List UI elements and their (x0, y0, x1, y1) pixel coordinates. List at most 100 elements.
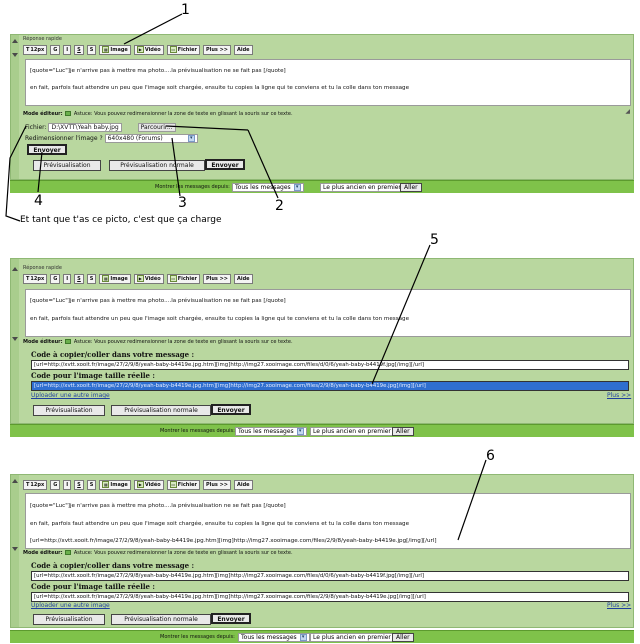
go-button[interactable]: Aller (392, 427, 414, 436)
message-textarea[interactable]: [quote="Luc"]je n'arrive pas à mettre ma… (25, 493, 631, 549)
annotation-1: 1 (181, 2, 190, 18)
scroll-up-icon[interactable] (12, 479, 18, 483)
font-size-icon: T (26, 481, 30, 488)
more-button[interactable]: Plus >> (202, 44, 231, 55)
go-button[interactable]: Aller (400, 183, 422, 192)
message-line-text: en fait, parfois faut attendre un peu qu… (30, 521, 410, 527)
bold-button[interactable]: G (50, 479, 61, 490)
scroll-up-icon[interactable] (12, 39, 18, 43)
help-button[interactable]: Aide (234, 479, 253, 490)
underline-button[interactable]: S (74, 44, 84, 55)
help-button[interactable]: Aide (234, 273, 253, 284)
bold-button[interactable]: G (50, 273, 61, 284)
send-button[interactable]: Envoyer (205, 159, 245, 170)
sort-order-select[interactable]: Le plus ancien en premier▾ (310, 633, 404, 642)
chevron-down-icon: ▾ (296, 428, 304, 435)
strike-button[interactable]: S (86, 273, 97, 284)
underline-button[interactable]: S (74, 273, 84, 284)
mode-editor-line: Mode éditeur: Astuce: Vous pouvez redime… (23, 550, 293, 556)
message-textarea[interactable]: [quote="Luc"]je n'arrive pas à mettre ma… (25, 289, 631, 337)
messages-since-select[interactable]: Tous les messages▾ (232, 183, 304, 192)
font-size-icon: T (26, 46, 30, 53)
resize-row: Redimensionner l'image ? 640x480 (Forums… (25, 134, 198, 143)
sort-order-select[interactable]: Le plus ancien en premier▾ (310, 427, 404, 436)
annotation-6: 6 (486, 448, 495, 464)
italic-button[interactable]: I (63, 273, 72, 284)
annotation-5: 5 (430, 232, 439, 248)
image-icon: ▦ (102, 275, 110, 282)
italic-button[interactable]: I (63, 479, 72, 490)
code-message-field[interactable]: [url=http://xvtt.xooit.fr/image/27/2/9/8… (31, 571, 629, 581)
bold-button[interactable]: G (50, 44, 61, 55)
message-textarea[interactable]: [quote="Luc"]je n'arrive pas à mettre ma… (25, 59, 631, 106)
reply-title: Réponse rapide (23, 36, 62, 42)
video-button[interactable]: ▶Vidéo (133, 44, 164, 55)
file-button[interactable]: ▭Fichier (166, 273, 200, 284)
reply-title: Réponse rapide (23, 265, 62, 271)
mode-editor-line: Mode éditeur: Astuce: Vous pouvez redime… (23, 111, 293, 117)
resize-select[interactable]: 640x480 (Forums)▾ (104, 134, 198, 143)
upload-file-row: Fichier: D:\XVTT\Yeah baby.jpg Parcourir… (25, 123, 176, 132)
code-real-field[interactable]: [url=http://xvtt.xooit.fr/image/27/2/9/8… (31, 381, 629, 391)
preview-normal-button[interactable]: Prévisualisation normale (109, 160, 205, 171)
video-icon: ▶ (136, 275, 144, 282)
file-icon: ▭ (169, 46, 177, 53)
code-real-field[interactable]: [url=http://xvtt.xooit.fr/image/27/2/9/8… (31, 592, 629, 602)
code-message-field[interactable]: [url=http://xvtt.xooit.fr/image/27/2/9/8… (31, 360, 629, 370)
browse-button[interactable]: Parcourir... (137, 123, 176, 132)
messages-since-select[interactable]: Tous les messages▾ (238, 633, 310, 642)
preview-button[interactable]: Prévisualisation (33, 614, 105, 625)
italic-button[interactable]: I (63, 44, 72, 55)
file-icon: ▭ (169, 275, 177, 282)
more-link[interactable]: Plus >> (607, 602, 632, 609)
upload-another-link[interactable]: Uploader une autre image (31, 602, 110, 609)
scroll-down-icon[interactable] (12, 53, 18, 57)
strike-button[interactable]: S (86, 44, 97, 55)
image-button[interactable]: ▦Image (99, 479, 131, 490)
more-button[interactable]: Plus >> (202, 479, 231, 490)
preview-normal-button[interactable]: Prévisualisation normale (111, 614, 211, 625)
preview-button[interactable]: Prévisualisation (33, 160, 101, 171)
image-icon: ▦ (102, 46, 110, 53)
messages-since-select[interactable]: Tous les messages▾ (235, 427, 307, 436)
image-button[interactable]: ▦Image (99, 44, 131, 55)
video-icon: ▶ (136, 481, 144, 488)
image-button[interactable]: ▦Image (99, 273, 131, 284)
annotation-caption: Et tant que t'as ce picto, c'est que ça … (20, 215, 222, 225)
send-button[interactable]: Envoyer (211, 404, 251, 415)
message-line-quote: [quote="Luc"]je n'arrive pas à mettre ma… (30, 298, 286, 304)
file-button[interactable]: ▭Fichier (166, 479, 200, 490)
go-button[interactable]: Aller (392, 633, 414, 642)
scroll-up-icon[interactable] (12, 267, 18, 271)
preview-normal-button[interactable]: Prévisualisation normale (111, 405, 211, 416)
underline-button[interactable]: S (74, 479, 84, 490)
scrollbar[interactable] (11, 259, 19, 423)
scrollbar[interactable] (11, 475, 19, 627)
code-message-label: Code à copier/coller dans votre message … (31, 561, 195, 570)
send-button[interactable]: Envoyer (211, 613, 251, 624)
upload-send-button[interactable]: Envoyer (27, 144, 67, 155)
video-button[interactable]: ▶Vidéo (133, 273, 164, 284)
scroll-down-icon[interactable] (12, 547, 18, 551)
help-button[interactable]: Aide (234, 44, 253, 55)
scrollbar[interactable] (11, 35, 19, 179)
strike-button[interactable]: S (86, 479, 97, 490)
code-real-label: Code pour l'image taille réelle : (31, 582, 156, 591)
video-button[interactable]: ▶Vidéo (133, 479, 164, 490)
resize-grip-icon[interactable]: ◢ (625, 108, 630, 115)
more-link[interactable]: Plus >> (607, 392, 632, 399)
scroll-down-icon[interactable] (12, 337, 18, 341)
file-button[interactable]: ▭Fichier (166, 44, 200, 55)
preview-button[interactable]: Prévisualisation (33, 405, 105, 416)
mode-editor-line: Mode éditeur: Astuce: Vous pouvez redime… (23, 339, 293, 345)
chevron-down-icon: ▾ (293, 184, 301, 191)
more-button[interactable]: Plus >> (202, 273, 231, 284)
file-path-input[interactable]: D:\XVTT\Yeah baby.jpg (48, 123, 122, 132)
message-line-text: en fait, parfois faut attendre un peu qu… (30, 85, 410, 91)
upload-another-link[interactable]: Uploader une autre image (31, 392, 110, 399)
